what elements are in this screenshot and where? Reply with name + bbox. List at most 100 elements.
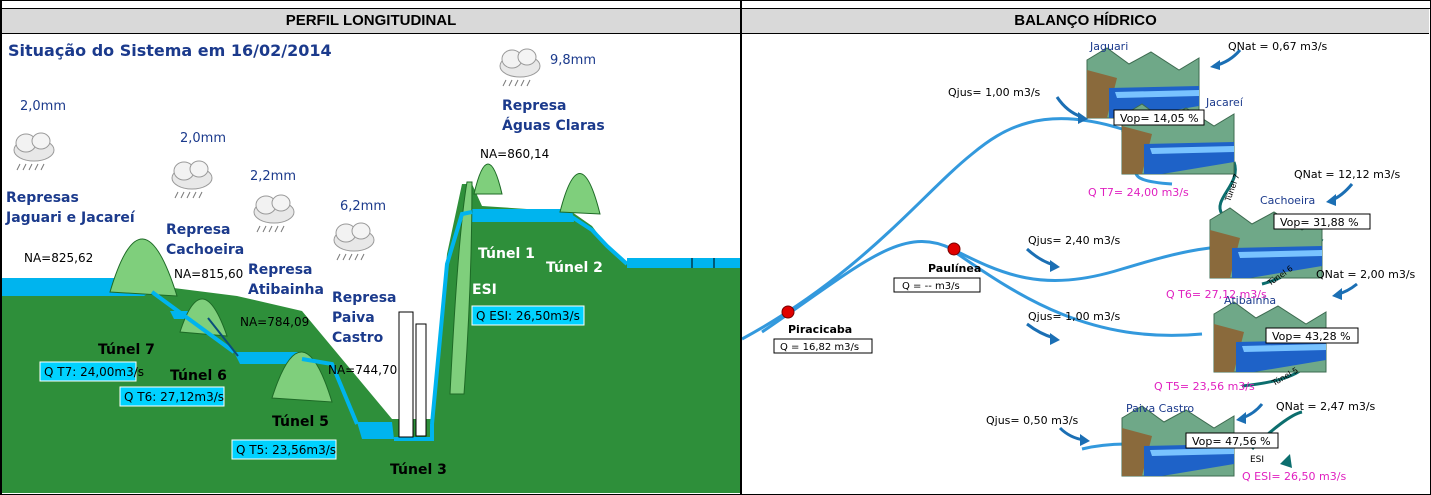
na-jaguari: NA=825,62 (24, 251, 93, 265)
rain-cloud-icon (333, 222, 375, 261)
balanco-hidrico-diagram: Jaguari Jacareí Cachoeira Atibainha Paiv… (742, 40, 1416, 483)
label-jaguari: Jaguari (1089, 40, 1128, 53)
water-atibainha (234, 352, 302, 364)
water-eta (627, 258, 740, 268)
label-tunel-7: Túnel 7 (98, 342, 155, 358)
label-cachoeira-1: Represa (166, 222, 230, 238)
arrow-icon (1025, 247, 1055, 267)
tunnel-5-pipe (301, 357, 359, 425)
qt7-box (39, 361, 137, 382)
qjus-cachoeira: Qjus= 2,40 m3/s (1028, 234, 1121, 247)
qjus-paiva: Qjus= 0,50 m3/s (986, 414, 1079, 427)
qjus-jaguari: Qjus= 1,00 m3/s (948, 86, 1041, 99)
hill-6 (449, 181, 473, 395)
vop-box-2 (1273, 213, 1371, 230)
esi-label: ESI (1250, 455, 1264, 465)
vop-atibainha: Vop= 43,28 % (1272, 330, 1351, 343)
piracicaba-q: Q = 16,82 m3/s (780, 342, 859, 353)
vop-cachoeira: Vop= 31,88 % (1280, 216, 1359, 229)
na-aguas-claras: NA=860,14 (480, 147, 549, 161)
esi-shaft (398, 311, 414, 438)
label-atibainha-1: Represa (248, 262, 312, 278)
label-paiva-2: Paiva (332, 310, 375, 326)
tunnel-7-link (1218, 161, 1237, 215)
vop-jacarei: Vop= 14,05 % (1120, 112, 1199, 125)
qt6-box (119, 386, 225, 407)
arrow-icon (1080, 434, 1090, 446)
header-balanco-hidrico: BALANÇO HÍDRICO (742, 9, 1429, 34)
tunnel-3-pipe (394, 424, 434, 441)
vop-box-4 (1185, 432, 1279, 449)
rain-cloud-icon (253, 194, 295, 233)
arrow-icon (1236, 412, 1246, 424)
arrow-icon (1050, 333, 1060, 345)
header-perfil-longitudinal: PERFIL LONGITUDINAL (2, 9, 740, 34)
piracicaba-q-box (773, 338, 873, 354)
label-atibainha: Atibainha (1224, 294, 1276, 307)
flow-qt5: Q T5= 23,56 m3/s (1154, 380, 1255, 393)
paulinea-marker (947, 242, 961, 256)
piracicaba-label: Piracicaba (788, 323, 852, 336)
arrow-icon (1280, 454, 1292, 468)
arrow-icon (1026, 322, 1055, 340)
na-atibainha: NA=784,09 (240, 315, 309, 329)
tunnel-1-pipe (430, 210, 473, 425)
label-paiva-castro: Paiva Castro (1126, 402, 1194, 415)
vop-box-3 (1265, 327, 1359, 344)
hill-4 (473, 163, 503, 195)
river-mid (761, 240, 1283, 334)
label-paiva-1: Represa (332, 290, 396, 306)
paulinea-q-box (893, 277, 981, 293)
flow-qt6: Q T6= 27,12 m3/s (1166, 288, 1267, 301)
flow-qesi: Q ESI= 26,50 m3/s (1242, 470, 1346, 483)
vop-box-1 (1113, 109, 1205, 126)
arrow-icon (1050, 260, 1060, 272)
rain-cloud-icon (499, 48, 541, 87)
label-tunel-1: Túnel 1 (478, 246, 535, 262)
label-eta-guarau: ETA Guaraú (647, 228, 738, 244)
paulinea-q: Q = -- m3/s (902, 281, 960, 292)
label-tunel-5: Túnel 5 (272, 414, 329, 430)
water-aguas-claras (467, 209, 574, 222)
rain-paiva: 6,2mm (340, 199, 386, 214)
label-jaguari-1: Represas (6, 190, 79, 206)
hill-3 (271, 351, 333, 403)
arrow-icon (1078, 112, 1088, 124)
hill-5 (559, 173, 601, 215)
label-aguas-claras-2: Águas Claras (502, 117, 605, 134)
arrow-icon (1326, 194, 1336, 206)
tunnel-7-label: Túnel 7 (1223, 173, 1242, 204)
flow-qt7: Q T7: 24,00m3/s (44, 365, 144, 379)
label-esi: ESI (472, 282, 497, 298)
top-strip (0, 0, 1431, 9)
tunnel-6-pipe (207, 317, 239, 357)
label-paiva-3: Castro (332, 330, 384, 346)
piracicaba-marker (781, 305, 795, 319)
qnat-jaguari: QNat = 0,67 m3/s (1228, 40, 1328, 53)
paulinea-label: Paulínea (928, 262, 981, 275)
arrow-icon (1210, 60, 1220, 70)
label-tunel-6: Túnel 6 (170, 368, 227, 384)
rain-aguas-claras: 9,8mm (550, 53, 596, 68)
label-aguas-claras-1: Represa (502, 98, 566, 114)
arrow-icon (1332, 288, 1342, 300)
qnat-paiva: QNat = 2,47 m3/s (1276, 400, 1376, 413)
panel-divider (740, 0, 742, 495)
rain-jaguari: 2,0mm (20, 99, 66, 114)
perfil-longitudinal-diagram: Situação do Sistema em 16/02/2014 2,0mm … (2, 41, 740, 493)
left-border (0, 0, 2, 495)
vop-paiva: Vop= 47,56 % (1192, 435, 1271, 448)
qnat-cachoeira: QNat = 12,12 m3/s (1294, 168, 1401, 181)
na-paiva: NA=744,70 (328, 363, 397, 377)
qnat-atibainha: QNat = 2,00 m3/s (1316, 268, 1416, 281)
water-paiva (357, 422, 394, 439)
profile-title: Situação do Sistema em 16/02/2014 (8, 41, 332, 60)
qesi-box (471, 305, 585, 326)
flow-qt5: Q T5: 23,56m3/s (236, 443, 336, 457)
rain-atibainha: 2,2mm (250, 169, 296, 184)
flow-qt6: Q T6: 27,12m3/s (124, 390, 224, 404)
flow-qesi: Q ESI: 26,50m3/s (476, 309, 580, 323)
flow-qt7: Q T7= 24,00 m3/s (1088, 186, 1189, 199)
label-cachoeira: Cachoeira (1260, 194, 1315, 207)
tunnel-2-pipe (570, 215, 629, 266)
